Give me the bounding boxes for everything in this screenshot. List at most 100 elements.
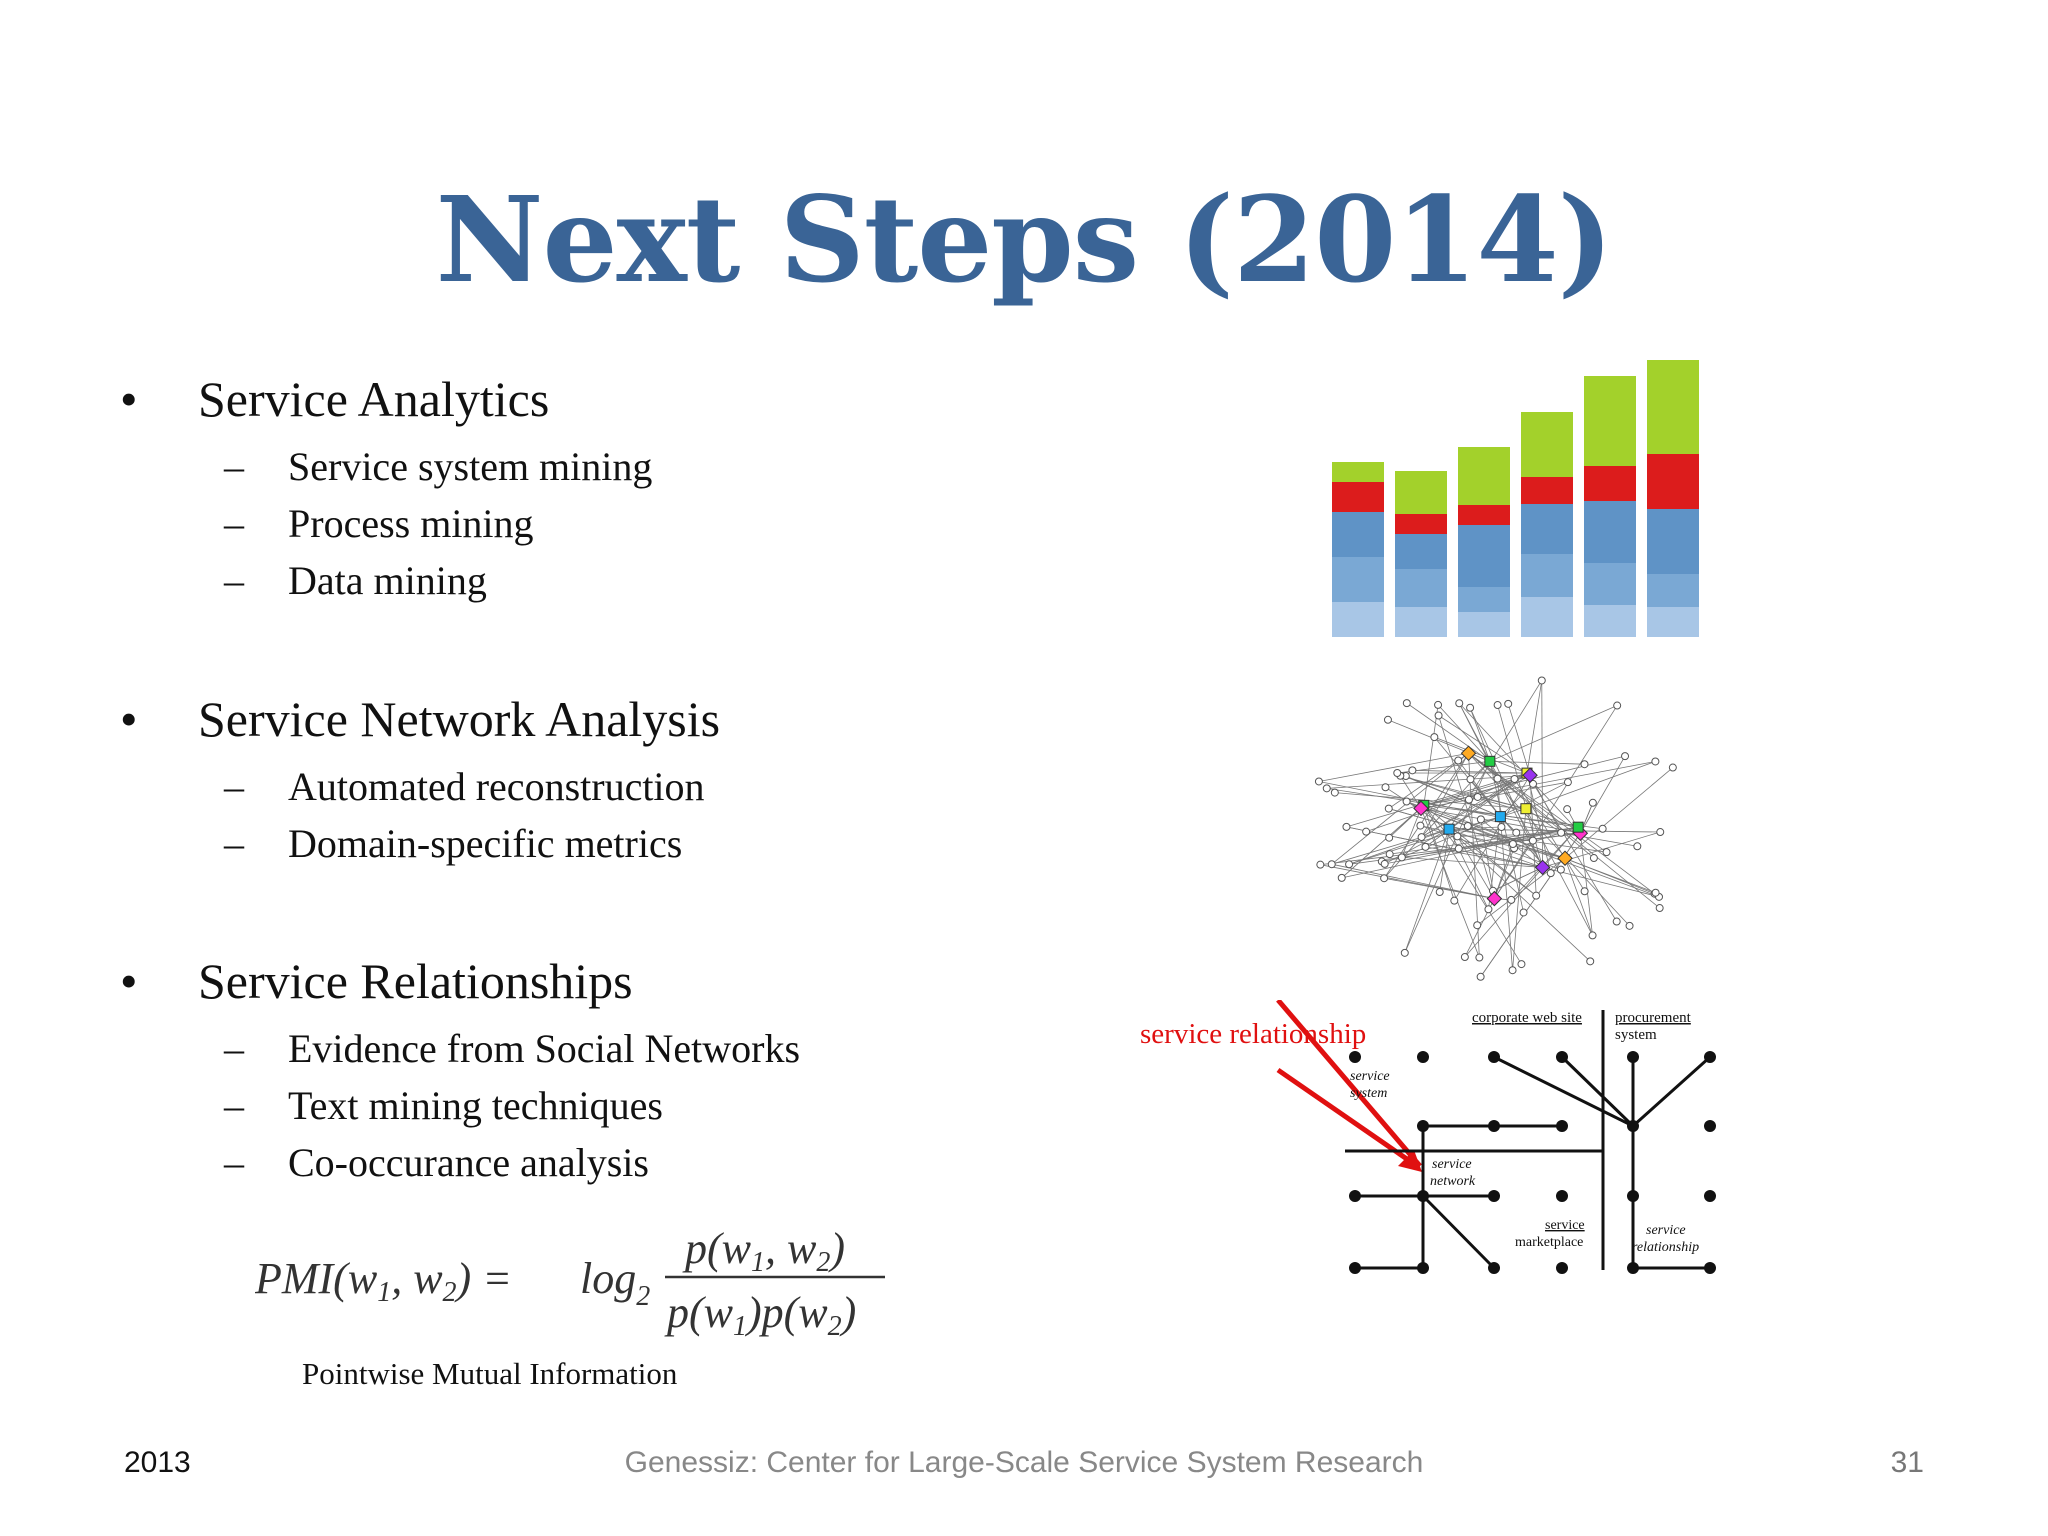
- network-node: [1612, 917, 1621, 926]
- network-node: [1497, 823, 1506, 832]
- network-node: [1463, 822, 1472, 831]
- label-service-system-1: service: [1350, 1069, 1390, 1084]
- bullet-label: Service Network Analysis: [198, 691, 721, 747]
- sub-bullet-label: Service system mining: [288, 444, 653, 489]
- bar-segment: [1521, 412, 1573, 477]
- diagram-lines: [1345, 1010, 1712, 1270]
- label-service-network-2: network: [1430, 1174, 1476, 1189]
- dash-icon: –: [224, 501, 244, 546]
- network-node: [1397, 853, 1406, 862]
- network-node: [1342, 822, 1351, 831]
- network-edge: [1494, 840, 1534, 899]
- network-edge: [1423, 761, 1656, 806]
- network-node: [1656, 828, 1665, 837]
- network-node: [1453, 832, 1462, 841]
- network-edge: [1449, 828, 1661, 833]
- dash-icon: –: [224, 558, 244, 603]
- network-node: [1416, 821, 1425, 830]
- network-node: [1580, 760, 1589, 769]
- network-node: [1589, 854, 1598, 863]
- network-edge: [1388, 808, 1566, 859]
- network-node: [1475, 953, 1484, 962]
- footer-year: 2013: [124, 1446, 191, 1479]
- network-edge: [1399, 775, 1422, 809]
- label-service-relationship-2: relationship: [1632, 1240, 1699, 1255]
- network-edge: [1437, 704, 1491, 762]
- sub-bullet-label: Data mining: [288, 558, 487, 603]
- network-node: [1493, 774, 1502, 783]
- bar-segment: [1395, 534, 1447, 569]
- network-node: [1493, 701, 1502, 710]
- label-system: system: [1615, 1027, 1657, 1043]
- network-node: [1322, 784, 1331, 793]
- bar-segment: [1458, 505, 1510, 525]
- network-node: [1651, 757, 1660, 766]
- network-graph-illustration: [1314, 676, 1677, 981]
- label-service-relationship-1: service: [1646, 1223, 1686, 1238]
- dash-icon: –: [224, 444, 244, 489]
- bullet-label: Service Analytics: [198, 371, 550, 427]
- dash-icon: –: [224, 821, 244, 866]
- network-node: [1473, 921, 1482, 930]
- red-arrow-head: [1398, 1150, 1422, 1172]
- network-node: [1460, 953, 1469, 962]
- network-edge: [1507, 703, 1531, 776]
- bar-segment: [1395, 569, 1447, 607]
- bar-segment: [1647, 454, 1699, 509]
- network-node: [1476, 815, 1485, 824]
- network-node: [1381, 783, 1390, 792]
- network-edge: [1318, 781, 1581, 834]
- network-node: [1454, 756, 1463, 765]
- bar-segment: [1458, 447, 1510, 505]
- network-edge: [1579, 833, 1593, 936]
- bar-segment: [1584, 563, 1636, 605]
- network-node: [1484, 905, 1493, 914]
- bar-segment: [1458, 612, 1510, 637]
- network-edge: [1423, 804, 1656, 894]
- network-node: [1402, 699, 1411, 708]
- network-edge: [1331, 863, 1495, 899]
- network-edges: [1318, 680, 1674, 978]
- network-node: [1537, 676, 1546, 685]
- network-node: [1517, 960, 1526, 969]
- sub-bullet-label: Domain-specific metrics: [288, 821, 683, 866]
- sub-bullet-label: Text mining techniques: [288, 1083, 663, 1128]
- service-relationship-diagram: service relationship corporate web site …: [1140, 1000, 1716, 1274]
- bar-segment: [1395, 607, 1447, 637]
- network-node: [1508, 966, 1517, 975]
- network-edge: [1423, 805, 1460, 849]
- network-node: [1385, 850, 1394, 859]
- bar-segment: [1395, 471, 1447, 514]
- network-node: [1563, 778, 1572, 787]
- network-hub-node: [1572, 821, 1584, 833]
- network-node: [1655, 904, 1664, 913]
- network-node: [1588, 931, 1597, 940]
- network-edge: [1423, 704, 1439, 806]
- network-edge: [1448, 680, 1543, 830]
- network-node: [1337, 873, 1346, 882]
- label-corporate-web-site: corporate web site: [1472, 1010, 1582, 1026]
- network-node: [1598, 824, 1607, 833]
- network-node: [1510, 775, 1519, 784]
- bar-segment: [1647, 360, 1699, 454]
- bar-segment: [1521, 597, 1573, 637]
- network-node: [1512, 828, 1521, 837]
- network-hub-node: [1534, 859, 1551, 876]
- network-edge: [1512, 808, 1527, 971]
- network-node: [1557, 828, 1566, 837]
- svg-text:p(w1, w2): p(w1, w2): [682, 1224, 845, 1278]
- network-edge: [1423, 805, 1455, 901]
- network-hub-node: [1443, 823, 1455, 835]
- network-edge: [1397, 772, 1501, 817]
- network-edge: [1500, 781, 1569, 817]
- network-node: [1532, 891, 1541, 900]
- bar-segment: [1521, 504, 1573, 554]
- network-edge: [1469, 707, 1491, 762]
- network-edge: [1448, 828, 1537, 896]
- network-node: [1504, 699, 1513, 708]
- network-edge: [1420, 781, 1568, 809]
- network-node: [1556, 865, 1565, 874]
- bar-segment: [1521, 554, 1573, 597]
- network-edge: [1320, 864, 1495, 899]
- network-node: [1380, 859, 1389, 868]
